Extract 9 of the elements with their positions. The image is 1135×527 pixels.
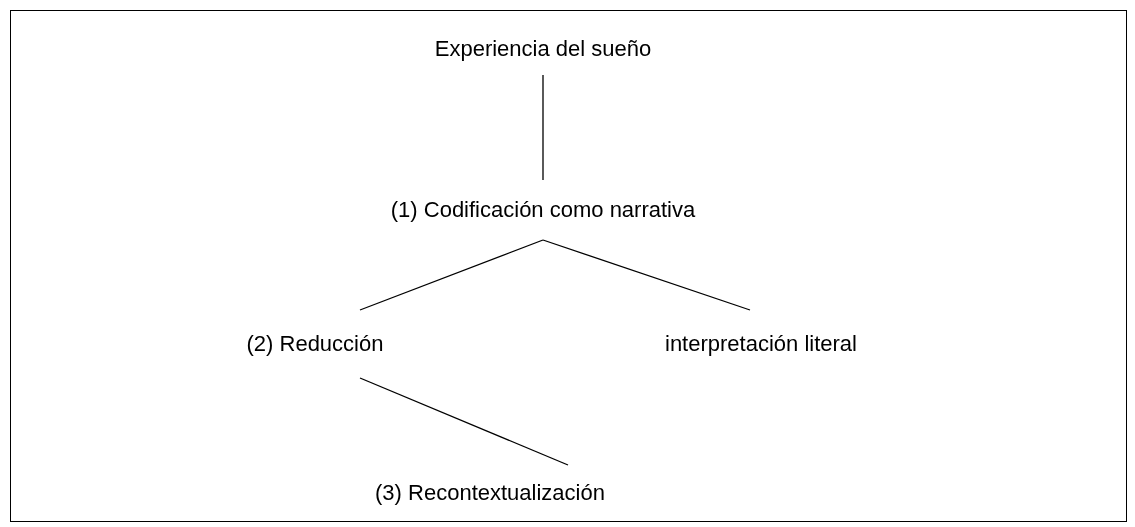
node-label: (1) Codificación como narrativa [390,197,696,223]
connector-line [359,239,544,311]
connector-line [542,239,751,311]
node-label: (3) Recontextualización [375,479,605,506]
node-label: interpretación literal [665,331,857,357]
node-label: Experiencia del sueño [434,35,652,62]
connector-line [359,377,569,466]
connector-line [542,74,544,181]
node-label: (2) Reducción [246,331,384,357]
